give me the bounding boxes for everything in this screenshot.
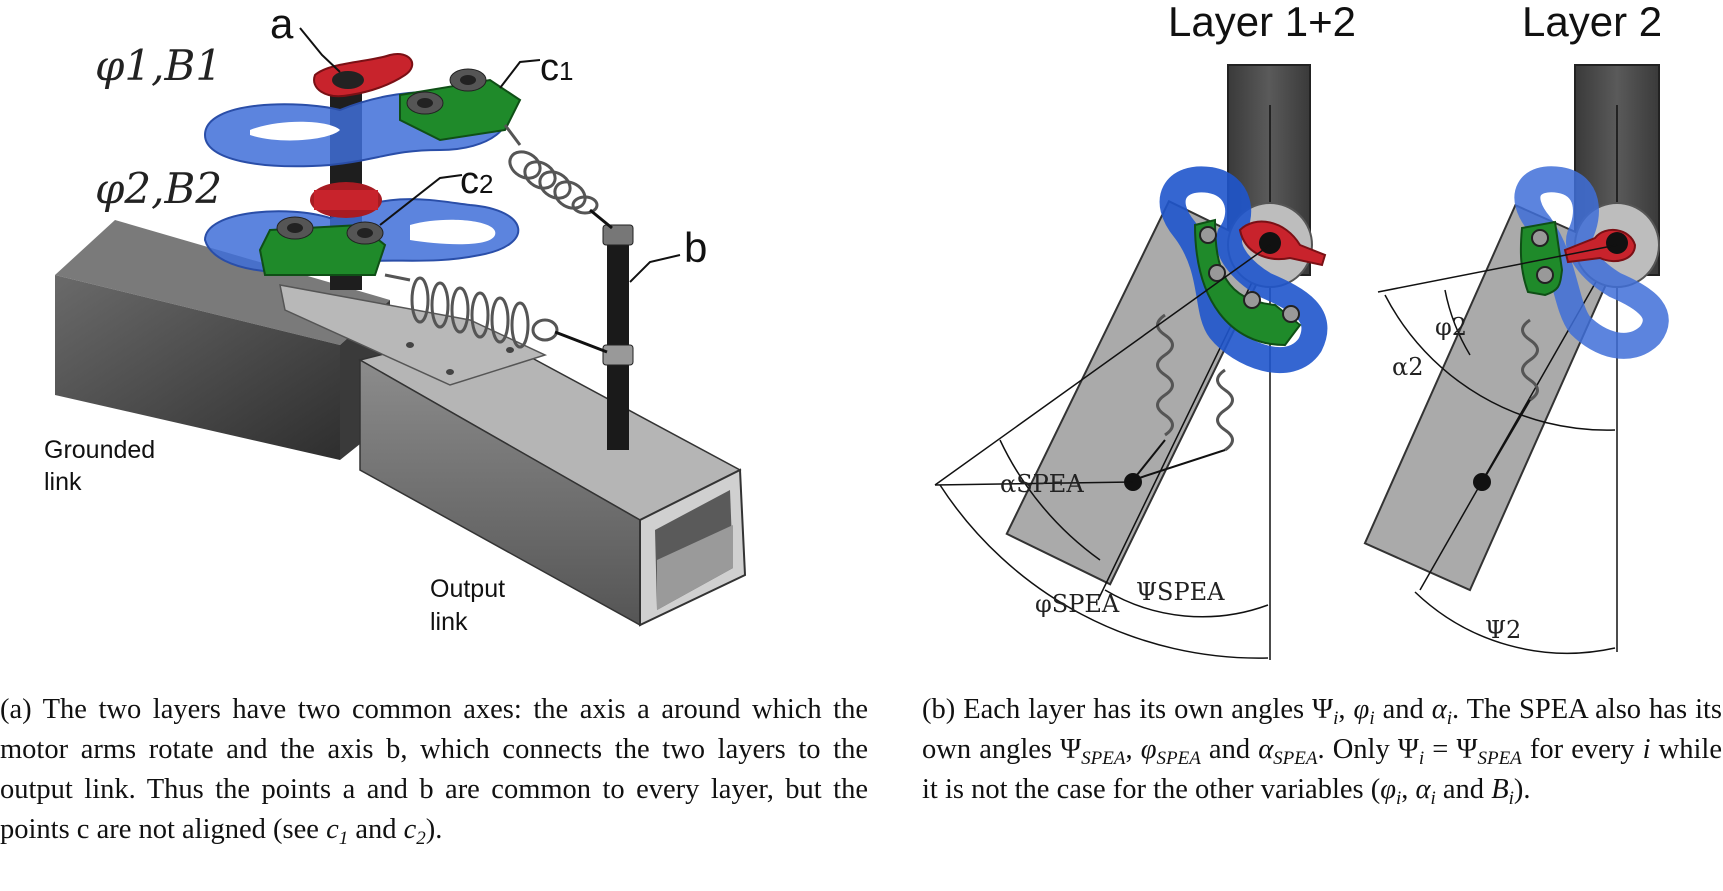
axis-b-shaft [602, 224, 634, 450]
layer2-green-plate [258, 216, 387, 276]
caption-a: (a) The two layers have two common axes:… [0, 694, 868, 849]
title-layer2: Layer 2 [1522, 0, 1662, 45]
leader-lines [299, 27, 681, 283]
panel-b-layer2-diagram [1363, 64, 1669, 654]
layer1-green-plate [399, 68, 522, 142]
label-alpha-spea: αSPEA [1000, 470, 1084, 498]
title-layer12: Layer 1+2 [1168, 0, 1356, 45]
label-alpha2: α2 [1392, 353, 1423, 381]
label-phi-spea: φSPEA [1035, 590, 1120, 618]
panel-a-illustration [55, 27, 747, 627]
label-c1: c1 [540, 47, 573, 89]
output-link [358, 329, 747, 627]
layer1-spring [503, 124, 613, 230]
label-c2: c2 [460, 160, 493, 202]
layer1-motor-arm [313, 53, 414, 98]
label-phi2: φ2 [1435, 313, 1467, 341]
label-psi-spea: ΨSPEA [1136, 578, 1225, 606]
base-plate [279, 284, 548, 386]
label-psi2: Ψ2 [1485, 616, 1521, 644]
caption-b: (b) Each layer has its own angles Ψi, φi… [922, 694, 1723, 809]
label-a: a [270, 0, 294, 47]
label-phi1-b1: φ1,B1 [95, 41, 222, 90]
layer2-spring [384, 273, 608, 354]
label-b: b [684, 224, 707, 271]
label-phi2-b2: φ2,B2 [95, 164, 222, 213]
panel-b-layer12-diagram [934, 64, 1328, 660]
layer2-motor-arm [310, 182, 382, 218]
